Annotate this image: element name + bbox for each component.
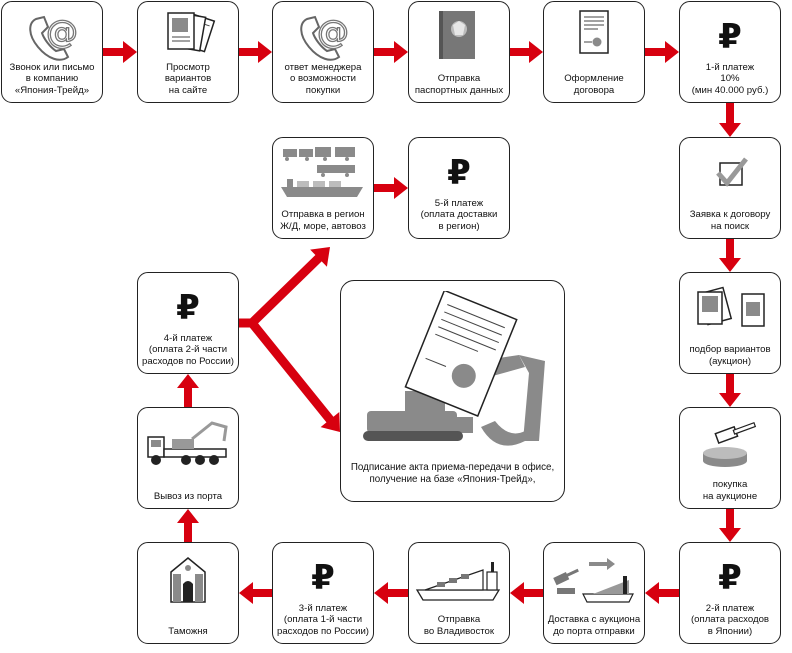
step-delivery-to-port-label: Доставка с аукциона до порта отправки <box>547 614 641 637</box>
arrow-14-15 <box>177 509 199 542</box>
step-customs: Таможня <box>137 542 239 644</box>
customs-building-icon <box>138 549 238 607</box>
ruble-icon: ₽ <box>447 153 471 193</box>
step-ship-vladivostok-label: Отправка во Владивосток <box>423 614 495 637</box>
step-payment-2-label: 2-й платеж (оплата расходов в Японии) <box>690 602 770 637</box>
arrow-11-12 <box>510 582 543 604</box>
step-payment-4: ₽ 4-й платеж (оплата 2-й части расходов … <box>137 272 239 374</box>
step-passport-label: Отправка паспортных данных <box>414 73 504 96</box>
arrow-2-3 <box>239 41 272 63</box>
step-payment-1: ₽ 1-й платеж 10% (мин 40.000 руб.) <box>679 1 781 103</box>
step-auction-purchase: покупка на аукционе <box>679 407 781 509</box>
step-call-label: Звонок или письмо в компанию «Япония-Тре… <box>9 61 95 96</box>
step-payment-4-label: 4-й платеж (оплата 2-й части расходов по… <box>142 332 234 367</box>
step-payment-5-label: 5-й платеж (оплата доставки в регион) <box>420 197 498 232</box>
step-view-options-label: Просмотр вариантов на сайте <box>164 61 212 96</box>
arrow-6-7 <box>719 103 741 137</box>
arrow-7-8 <box>719 239 741 272</box>
ship-icon <box>409 549 509 607</box>
step-auction-purchase-label: покупка на аукционе <box>702 479 758 502</box>
step-search-request-label: Заявка к договору на поиск <box>689 209 771 232</box>
step-manager-reply: @ ответ менеджера о возможности покупки <box>272 1 374 103</box>
step-delivery-to-port: Доставка с аукциона до порта отправки <box>543 542 645 644</box>
step-final-handover: Подписание акта приема-передачи в офисе,… <box>340 280 565 502</box>
arrow-4-5 <box>510 41 543 63</box>
truck-ship-icon <box>544 549 644 607</box>
contract-icon <box>544 8 644 66</box>
arrow-15-16 <box>177 374 199 407</box>
step-contract: Оформление договора <box>543 1 645 103</box>
step-final-handover-label: Подписание акта приема-передачи в офисе,… <box>350 462 555 485</box>
checkbox-icon <box>680 144 780 202</box>
arrow-13-14 <box>239 582 272 604</box>
ruble-icon: ₽ <box>176 288 200 328</box>
svg-text:@: @ <box>46 13 78 51</box>
ruble-icon: ₽ <box>718 558 742 598</box>
arrow-3-4 <box>374 41 408 63</box>
step-view-options: Просмотр вариантов на сайте <box>137 1 239 103</box>
arrow-9-10 <box>719 509 741 542</box>
arrow-10-11 <box>645 582 679 604</box>
step-customs-label: Таможня <box>168 625 208 637</box>
arrow-1-2 <box>103 41 137 63</box>
step-manager-reply-label: ответ менеджера о возможности покупки <box>284 61 362 96</box>
step-payment-5: ₽ 5-й платеж (оплата доставки в регион) <box>408 137 510 239</box>
step-port-pickup-label: Вывоз из порта <box>153 490 223 502</box>
step-payment-2: ₽ 2-й платеж (оплата расходов в Японии) <box>679 542 781 644</box>
arrow-12-13 <box>374 582 408 604</box>
arrow-to-final <box>248 320 340 432</box>
step-payment-3: ₽ 3-й платеж (оплата 1-й части расходов … <box>272 542 374 644</box>
svg-text:@: @ <box>317 13 349 51</box>
step-select-options: подбор вариантов (аукцион) <box>679 272 781 374</box>
step-port-pickup: Вывоз из порта <box>137 407 239 509</box>
step-payment-1-label: 1-й платеж 10% (мин 40.000 руб.) <box>691 61 769 96</box>
arrow-17-18 <box>374 177 408 199</box>
step-payment-3-label: 3-й платеж (оплата 1-й части расходов по… <box>277 602 369 637</box>
documents-icon <box>138 8 238 66</box>
step-search-request: Заявка к договору на поиск <box>679 137 781 239</box>
arrow-5-6 <box>645 41 679 63</box>
arrow-to-region <box>248 247 330 327</box>
step-passport: Отправка паспортных данных <box>408 1 510 103</box>
step-select-options-label: подбор вариантов (аукцион) <box>689 344 771 367</box>
excavator-document-icon <box>349 289 559 461</box>
ruble-icon: ₽ <box>718 17 742 57</box>
step-region-delivery-label: Отправка в регион Ж/Д, море, автовоз <box>280 209 366 232</box>
passport-icon <box>409 8 509 66</box>
photos-icon <box>680 279 780 337</box>
arrow-8-9 <box>719 374 741 407</box>
step-region-delivery: Отправка в регион Ж/Д, море, автовоз <box>272 137 374 239</box>
step-call: @ Звонок или письмо в компанию «Япония-Т… <box>1 1 103 103</box>
ruble-icon: ₽ <box>311 558 335 598</box>
tow-truck-icon <box>138 414 238 472</box>
step-ship-vladivostok: Отправка во Владивосток <box>408 542 510 644</box>
transport-icon <box>273 144 373 202</box>
phone-at-icon: @ <box>2 8 102 66</box>
step-contract-label: Оформление договора <box>564 73 624 96</box>
phone-at-icon: @ <box>273 8 373 66</box>
gavel-icon <box>680 414 780 472</box>
